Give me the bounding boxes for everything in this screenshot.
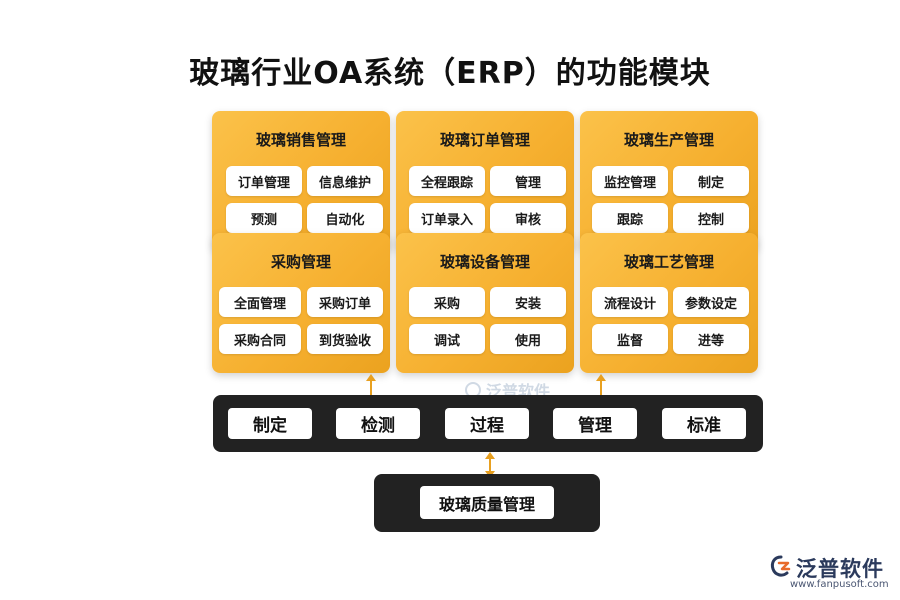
module-item: 到货验收 — [307, 324, 383, 354]
module-item: 采购 — [409, 287, 485, 317]
process-item: 标准 — [662, 408, 746, 439]
brand-logo: 泛普软件 www.fanpusoft.com — [768, 553, 898, 593]
module-title: 玻璃订单管理 — [439, 131, 530, 149]
module-title: 玻璃设备管理 — [439, 253, 530, 271]
module-item: 全面管理 — [219, 287, 301, 317]
module-item: 参数设定 — [673, 287, 749, 317]
module-item: 流程设计 — [592, 287, 668, 317]
logo-icon — [770, 555, 791, 577]
module-item: 管理 — [490, 166, 566, 196]
module-item: 自动化 — [307, 203, 383, 233]
module-card-equipment: 玻璃设备管理 采购 安装 调试 使用 — [396, 233, 574, 373]
logo-name: 泛普软件 — [796, 557, 884, 581]
module-item: 跟踪 — [592, 203, 668, 233]
module-item: 进等 — [673, 324, 749, 354]
module-item: 监督 — [592, 324, 668, 354]
module-item: 控制 — [673, 203, 749, 233]
module-item: 安装 — [490, 287, 566, 317]
module-card-purchasing: 采购管理 全面管理 采购订单 采购合同 到货验收 — [212, 233, 390, 373]
process-item: 管理 — [553, 408, 637, 439]
module-item: 预测 — [226, 203, 302, 233]
process-item: 制定 — [228, 408, 312, 439]
module-item: 全程跟踪 — [409, 166, 485, 196]
process-bar: 制定 检测 过程 管理 标准 — [213, 395, 763, 452]
module-item: 信息维护 — [307, 166, 383, 196]
module-card-sales: 玻璃销售管理 订单管理 信息维护 预测 自动化 — [212, 111, 390, 251]
module-item: 制定 — [673, 166, 749, 196]
process-item: 检测 — [336, 408, 420, 439]
process-item: 过程 — [445, 408, 529, 439]
logo-url: www.fanpusoft.com — [790, 579, 889, 590]
module-title: 玻璃工艺管理 — [623, 253, 714, 271]
module-title: 玻璃生产管理 — [623, 131, 714, 149]
quality-module-label: 玻璃质量管理 — [420, 486, 554, 519]
module-item: 订单管理 — [226, 166, 302, 196]
module-card-process: 玻璃工艺管理 流程设计 参数设定 监督 进等 — [580, 233, 758, 373]
module-card-production: 玻璃生产管理 监控管理 制定 跟踪 控制 — [580, 111, 758, 251]
quality-module-box: 玻璃质量管理 — [374, 474, 600, 532]
diagram-title: 玻璃行业OA系统（ERP）的功能模块 — [189, 56, 711, 91]
module-item: 审核 — [490, 203, 566, 233]
module-card-orders: 玻璃订单管理 全程跟踪 管理 订单录入 审核 — [396, 111, 574, 251]
module-title: 采购管理 — [270, 253, 331, 271]
module-item: 采购合同 — [219, 324, 301, 354]
module-item: 订单录入 — [409, 203, 485, 233]
module-item: 监控管理 — [592, 166, 668, 196]
module-item: 调试 — [409, 324, 485, 354]
module-item: 使用 — [490, 324, 566, 354]
module-title: 玻璃销售管理 — [255, 131, 346, 149]
module-item: 采购订单 — [307, 287, 383, 317]
